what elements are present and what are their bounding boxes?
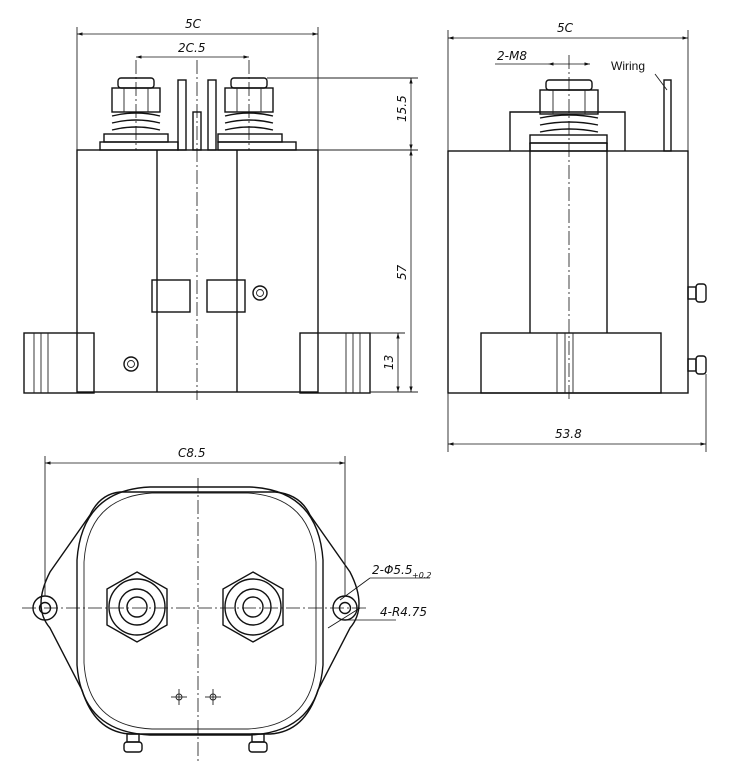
top-terminal-right bbox=[222, 571, 284, 643]
top-terminal-left bbox=[106, 571, 168, 643]
terminal-height-label: 15.5 bbox=[395, 95, 409, 122]
side-body bbox=[447, 150, 689, 394]
front-screw-lower bbox=[123, 356, 139, 372]
side-width-label: 5C bbox=[557, 21, 574, 35]
radius-label: 4-R4.75 bbox=[380, 605, 427, 619]
side-base-block bbox=[480, 332, 662, 394]
front-terminal-right bbox=[217, 77, 283, 143]
side-stud-lower bbox=[687, 355, 707, 375]
front-left-foot bbox=[23, 332, 95, 394]
top-coil-pin-marks bbox=[171, 689, 221, 705]
top-flange bbox=[40, 491, 360, 735]
wiring-label: Wiring bbox=[611, 59, 645, 73]
front-window-left bbox=[151, 279, 191, 313]
foot-height-label: 13 bbox=[382, 355, 396, 370]
front-right-foot bbox=[299, 332, 371, 394]
side-view: 5C 2-M8 Wiring 53.8 bbox=[447, 21, 707, 452]
top-stud-left bbox=[123, 733, 143, 753]
body-height-label: 57 bbox=[395, 264, 409, 280]
thread-label: 2-M8 bbox=[497, 49, 527, 63]
hole-label: 2-Φ5.5 bbox=[372, 563, 413, 577]
top-body bbox=[76, 486, 324, 736]
front-width-label: 5C bbox=[185, 17, 202, 31]
front-coil-pin-right bbox=[207, 79, 217, 151]
top-stud-right bbox=[248, 733, 268, 753]
front-view: 5C 2C.5 15.5 57 13 bbox=[23, 17, 418, 400]
front-window-right bbox=[206, 279, 246, 313]
hole-tolerance-label: +0.2 bbox=[412, 571, 431, 580]
side-wiring-pin bbox=[663, 79, 672, 152]
terminal-pitch-label: 2C.5 bbox=[178, 41, 205, 55]
top-width-label: C8.5 bbox=[178, 446, 205, 460]
side-terminal bbox=[529, 79, 608, 144]
overall-width-label: 53.8 bbox=[555, 427, 582, 441]
front-body bbox=[76, 149, 319, 393]
side-stud-upper bbox=[687, 283, 707, 303]
top-view: C8.5 2-Φ5.5 +0.2 4-R4.75 bbox=[22, 446, 431, 762]
front-screw-upper bbox=[252, 285, 268, 301]
front-coil-pin-left bbox=[177, 79, 187, 151]
